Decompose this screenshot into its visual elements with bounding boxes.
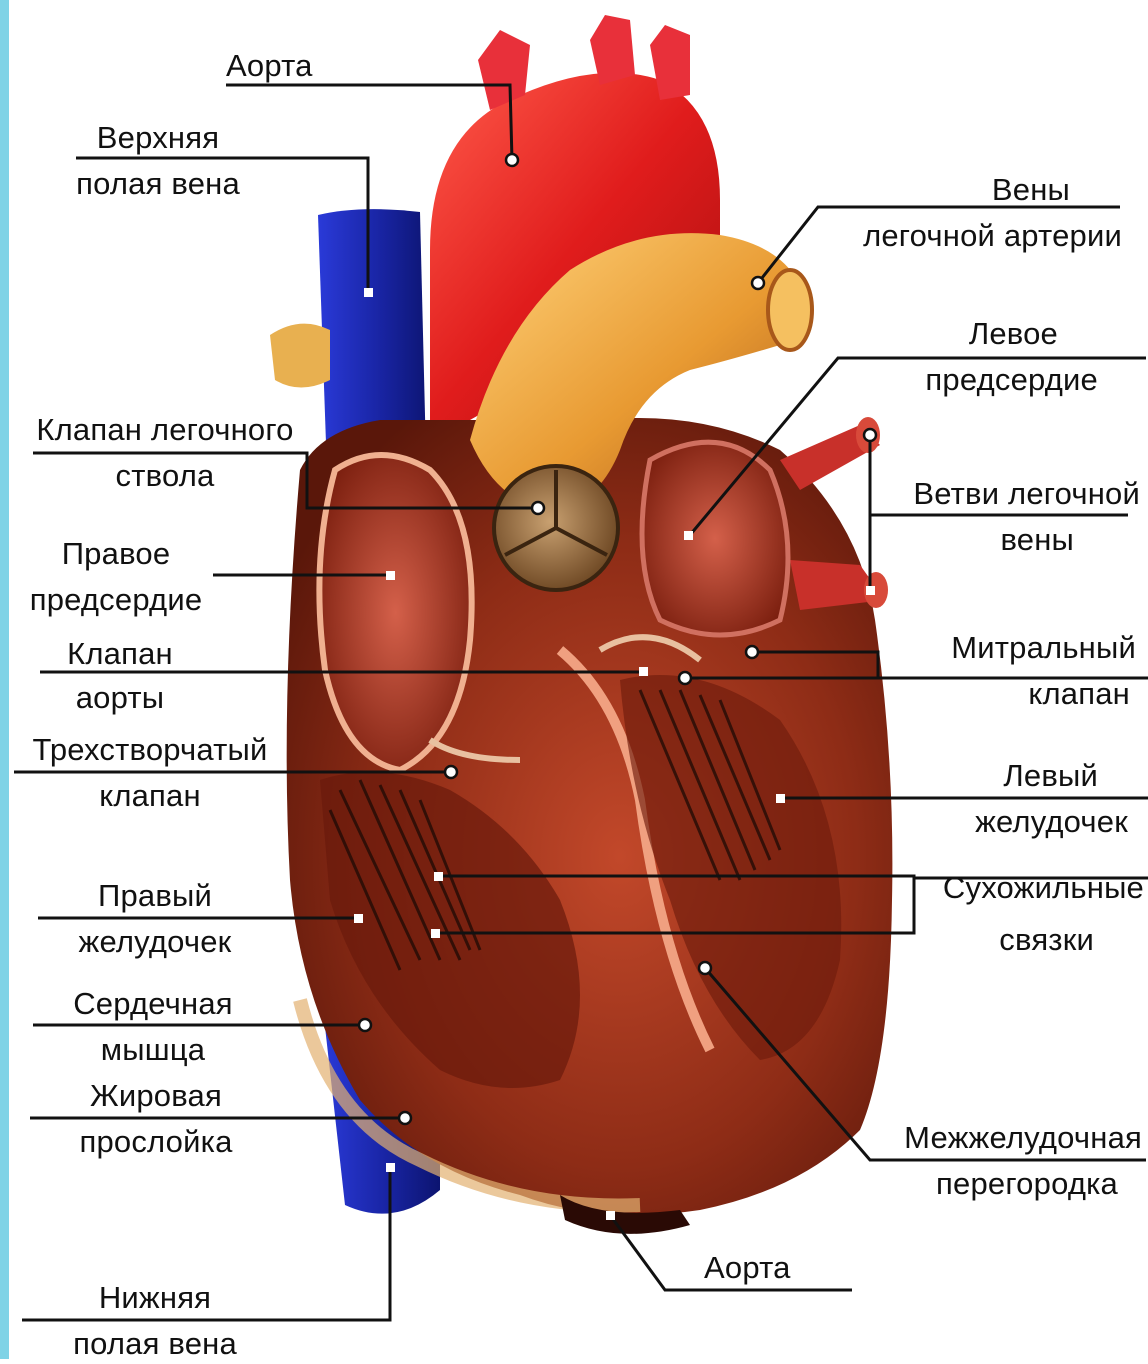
label-pulmonary-valve: Клапан легочного ствола bbox=[20, 410, 310, 496]
label-right-ventricle: Правый желудочек bbox=[50, 876, 260, 962]
label-septum: Межжелудочная перегородка bbox=[904, 1118, 1142, 1204]
label-pulmonary-veins: Вены легочной артерии bbox=[863, 170, 1122, 256]
label-left-atrium: Левое предсердие bbox=[925, 314, 1098, 400]
label-right-atrium: Правое предсердие bbox=[16, 534, 216, 620]
label-left-ventricle: Левый желудочек bbox=[975, 756, 1128, 842]
label-aortic-valve: Клапан аорты bbox=[50, 634, 190, 718]
label-aorta-top: Аорта bbox=[226, 46, 313, 86]
label-chordae-tendineae: Сухожильные связки bbox=[943, 868, 1144, 960]
label-pulmonary-vein-branches: Ветви легочной вены bbox=[913, 474, 1140, 560]
label-superior-vena-cava: Верхняя полая вена bbox=[58, 118, 258, 204]
label-inferior-vena-cava: Нижняя полая вена bbox=[50, 1278, 260, 1364]
label-fat-layer: Жировая прослойка bbox=[56, 1076, 256, 1162]
label-mitral-valve: Митральный клапан bbox=[951, 628, 1136, 714]
right-atrium-chamber bbox=[319, 455, 471, 770]
label-tricuspid-valve: Трехстворчатый клапан bbox=[12, 730, 288, 816]
left-atrium-chamber bbox=[642, 442, 788, 635]
label-aorta-bottom: Аорта bbox=[704, 1248, 791, 1288]
label-myocardium: Сердечная мышца bbox=[48, 984, 258, 1070]
